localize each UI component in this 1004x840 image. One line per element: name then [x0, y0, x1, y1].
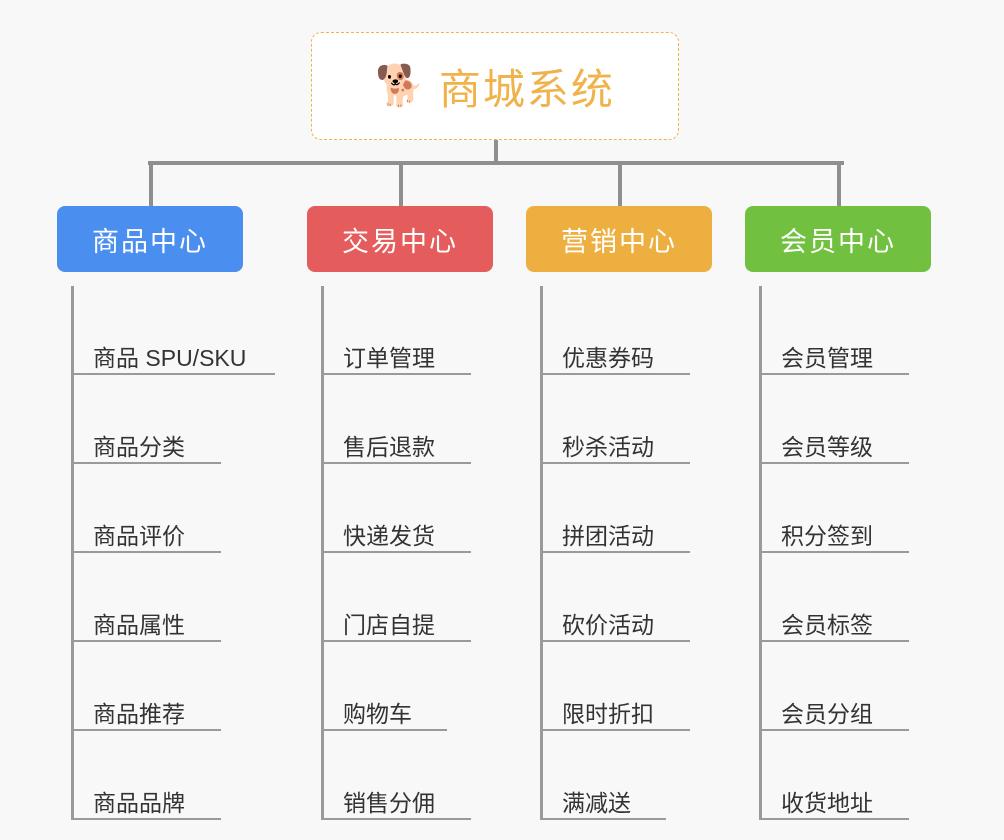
branch-item-underline	[71, 818, 221, 820]
branch-item-label: 会员管理	[781, 344, 873, 371]
branch-header[interactable]: 交易中心	[307, 206, 493, 272]
branch-item-underline	[540, 818, 666, 820]
connector-root-stem	[494, 140, 498, 164]
branch-column: 交易中心订单管理售后退款快递发货门店自提购物车销售分佣	[307, 206, 493, 820]
branch-item-underline	[321, 462, 471, 464]
branch-item-label: 商品推荐	[93, 700, 185, 727]
branch-item[interactable]: 满减送	[540, 731, 712, 820]
branch-item-underline	[759, 818, 909, 820]
branch-item-label: 商品品牌	[93, 789, 185, 816]
branch-item-underline	[71, 729, 221, 731]
branch-item[interactable]: 销售分佣	[321, 731, 493, 820]
branch-column: 营销中心优惠券码秒杀活动拼团活动砍价活动限时折扣满减送	[526, 206, 712, 820]
branch-item-underline	[321, 818, 471, 820]
branch-item-label: 订单管理	[343, 344, 435, 371]
branch-item[interactable]: 商品评价	[71, 464, 243, 553]
branch-item[interactable]: 门店自提	[321, 553, 493, 642]
branch-item[interactable]: 限时折扣	[540, 642, 712, 731]
branch-item-label: 会员等级	[781, 433, 873, 460]
branch-item[interactable]: 订单管理	[321, 286, 493, 375]
branch-item-underline	[321, 373, 471, 375]
branch-item-label: 限时折扣	[562, 700, 654, 727]
branch-trunk-line	[71, 286, 74, 820]
branch-item-underline	[321, 551, 471, 553]
branch-header[interactable]: 商品中心	[57, 206, 243, 272]
root-title: 商城系统	[438, 65, 615, 113]
branch-item[interactable]: 拼团活动	[540, 464, 712, 553]
branch-header[interactable]: 会员中心	[745, 206, 931, 272]
branch-item[interactable]: 商品 SPU/SKU	[71, 286, 275, 375]
branch-item[interactable]: 优惠券码	[540, 286, 712, 375]
branch-item-label: 销售分佣	[343, 789, 435, 816]
branch-item-underline	[759, 551, 909, 553]
branch-column: 会员中心会员管理会员等级积分签到会员标签会员分组收货地址	[745, 206, 931, 820]
branch-item-label: 优惠券码	[562, 344, 654, 371]
branch-item-underline	[71, 551, 221, 553]
branch-item-underline	[540, 462, 690, 464]
branch-item-list: 商品 SPU/SKU 商品分类商品评价商品属性商品推荐商品品牌	[57, 286, 275, 820]
branch-column: 商品中心商品 SPU/SKU 商品分类商品评价商品属性商品推荐商品品牌	[57, 206, 275, 820]
branch-item-underline	[759, 640, 909, 642]
branch-item[interactable]: 秒杀活动	[540, 375, 712, 464]
connector-drop-1	[149, 161, 153, 206]
branch-item-underline	[540, 373, 690, 375]
branch-item-label: 商品属性	[93, 611, 185, 638]
branch-item-underline	[71, 373, 275, 375]
branch-item[interactable]: 砍价活动	[540, 553, 712, 642]
branch-item[interactable]: 会员分组	[759, 642, 931, 731]
branch-item-underline	[759, 462, 909, 464]
connector-drop-4	[837, 161, 841, 206]
branch-item[interactable]: 快递发货	[321, 464, 493, 553]
branch-header[interactable]: 营销中心	[526, 206, 712, 272]
branch-item[interactable]: 购物车	[321, 642, 493, 731]
branch-item-underline	[759, 373, 909, 375]
branch-item-label: 砍价活动	[562, 611, 654, 638]
connector-drop-3	[618, 161, 622, 206]
branch-item[interactable]: 商品推荐	[71, 642, 243, 731]
connector-horizontal-bus	[148, 161, 844, 165]
branch-trunk-line	[321, 286, 324, 820]
branch-item[interactable]: 会员等级	[759, 375, 931, 464]
branch-item-label: 商品 SPU/SKU	[93, 344, 247, 371]
branch-item-underline	[759, 729, 909, 731]
branch-item[interactable]: 售后退款	[321, 375, 493, 464]
branch-item[interactable]: 商品分类	[71, 375, 243, 464]
branch-item-underline	[540, 551, 690, 553]
branch-item-list: 优惠券码秒杀活动拼团活动砍价活动限时折扣满减送	[526, 286, 712, 820]
connector-drop-2	[399, 161, 403, 206]
branch-item[interactable]: 会员标签	[759, 553, 931, 642]
branch-item-underline	[540, 729, 690, 731]
branch-item-list: 会员管理会员等级积分签到会员标签会员分组收货地址	[745, 286, 931, 820]
branch-item-label: 秒杀活动	[562, 433, 654, 460]
branch-item[interactable]: 商品属性	[71, 553, 243, 642]
branch-item-label: 会员标签	[781, 611, 873, 638]
branch-item-list: 订单管理售后退款快递发货门店自提购物车销售分佣	[307, 286, 493, 820]
root-node[interactable]: 🐕 商城系统	[311, 32, 679, 140]
branch-item[interactable]: 收货地址	[759, 731, 931, 820]
branch-item-underline	[321, 729, 447, 731]
branch-item-label: 售后退款	[343, 433, 435, 460]
branch-trunk-line	[759, 286, 762, 820]
branch-item-underline	[540, 640, 690, 642]
branch-item-label: 拼团活动	[562, 522, 654, 549]
branch-item-underline	[71, 462, 221, 464]
branch-item-underline	[71, 640, 221, 642]
branch-item-label: 商品评价	[93, 522, 185, 549]
branch-item-label: 积分签到	[781, 522, 873, 549]
branch-item[interactable]: 积分签到	[759, 464, 931, 553]
branch-item[interactable]: 商品品牌	[71, 731, 243, 820]
branch-item-label: 收货地址	[781, 789, 873, 816]
branch-item-label: 购物车	[343, 700, 412, 727]
branch-item[interactable]: 会员管理	[759, 286, 931, 375]
branch-item-underline	[321, 640, 471, 642]
shiba-dog-icon: 🐕	[375, 64, 425, 108]
branch-item-label: 快递发货	[343, 522, 435, 549]
branch-item-label: 满减送	[562, 789, 631, 816]
branch-trunk-line	[540, 286, 543, 820]
branch-item-label: 商品分类	[93, 433, 185, 460]
branch-item-label: 会员分组	[781, 700, 873, 727]
branch-item-label: 门店自提	[343, 611, 435, 638]
